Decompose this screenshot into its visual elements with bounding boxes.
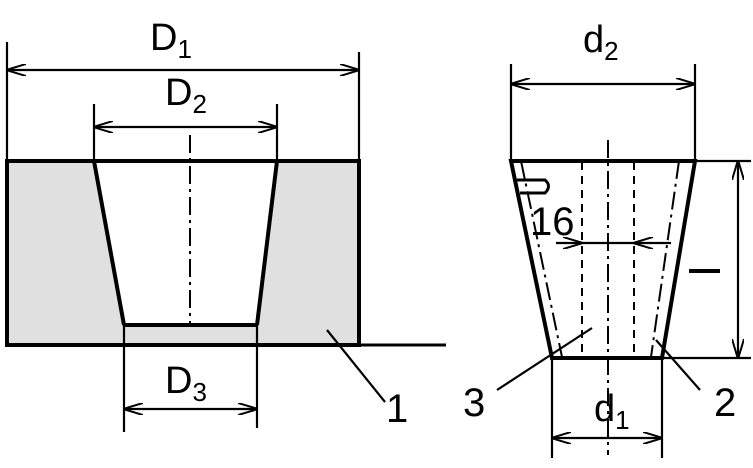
die-ring: D1 D2 D3 1 [5, 17, 446, 432]
ring-body [7, 161, 359, 345]
callout-3-leader [496, 327, 593, 391]
bore-left-edge [92, 160, 126, 326]
label-l: l [700, 284, 701, 286]
callout-3: 3 [463, 381, 485, 425]
label-d2: d2 [583, 19, 619, 66]
callout-1-leader [326, 329, 386, 403]
callout-1: 1 [386, 387, 408, 431]
label-d1: d1 [594, 388, 630, 435]
insert-tab [517, 178, 550, 195]
taper-line-left [520, 160, 563, 358]
label-16: 16 [530, 200, 575, 244]
callout-2-leader [655, 339, 701, 391]
taper-line-right [650, 160, 680, 358]
insert-outline [508, 159, 698, 360]
bore-right-edge [255, 160, 279, 326]
callout-2: 2 [714, 381, 736, 425]
label-D3: D3 [165, 360, 207, 407]
label-D1: D1 [150, 17, 192, 64]
conical-insert: 16 d2 d1 l 3 2 [463, 19, 751, 458]
label-D2: D2 [165, 72, 207, 119]
